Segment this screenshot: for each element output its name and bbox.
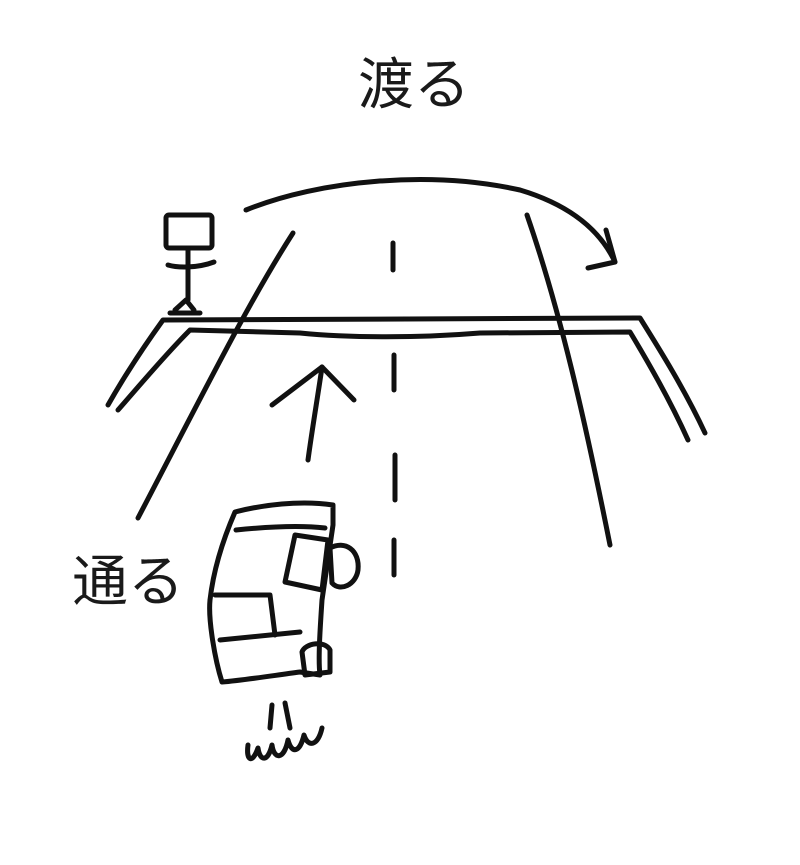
person-figure	[163, 212, 217, 316]
cross-arrow	[243, 177, 618, 271]
cross-label: 渡る	[358, 53, 470, 118]
road-left-edge	[135, 230, 296, 521]
center-dashed-line	[390, 240, 398, 578]
pass-label: 通る	[72, 550, 184, 615]
car-figure	[207, 500, 361, 685]
road-right-edge	[524, 212, 613, 548]
pass-arrow	[269, 364, 357, 463]
exhaust-marks	[245, 700, 325, 761]
crosswalk-band	[105, 315, 708, 443]
